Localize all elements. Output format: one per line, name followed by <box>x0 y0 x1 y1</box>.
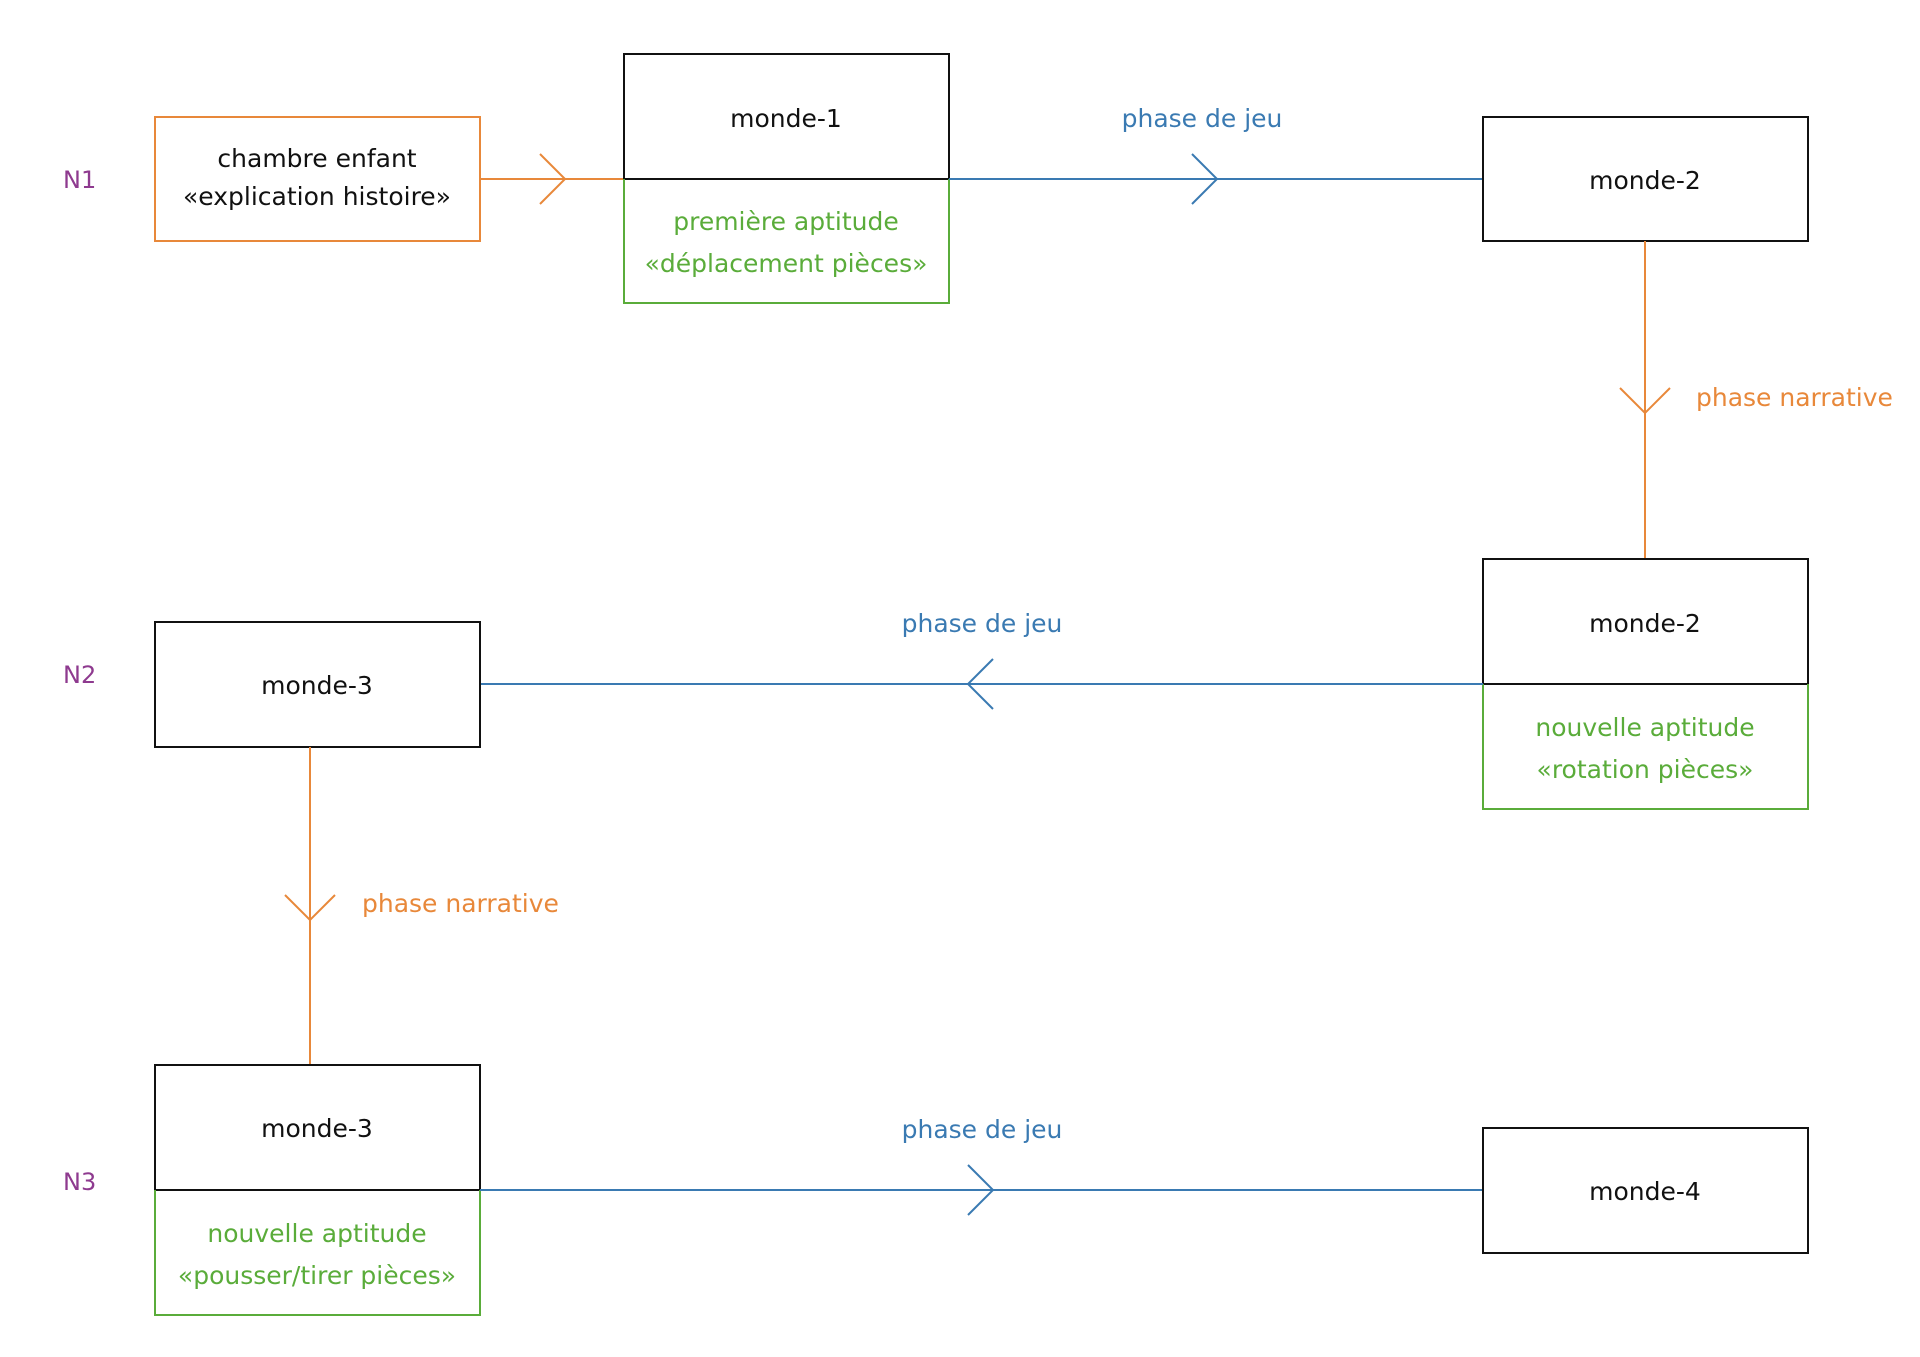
phase-label-game-2: phase de jeu <box>902 609 1063 638</box>
start-box-line1: chambre enfant <box>217 144 416 173</box>
start-box-line2: «explication histoire» <box>183 182 451 211</box>
level-label-n3: N3 <box>63 1168 96 1196</box>
node-monde-4-label: monde-4 <box>1589 1177 1701 1206</box>
arrow-start-to-monde1 <box>480 153 624 205</box>
node-monde-2-middle: monde-2 <box>1482 558 1809 685</box>
phase-label-game-3: phase de jeu <box>902 1115 1063 1144</box>
level-label-n2: N2 <box>63 661 96 689</box>
node-monde-4: monde-4 <box>1482 1127 1809 1254</box>
node-monde-3-middle-label: monde-3 <box>261 671 373 700</box>
node-monde-2-top-label: monde-2 <box>1589 166 1701 195</box>
arrow-game-phase-2 <box>480 658 1483 710</box>
node-monde-1: monde-1 <box>623 53 950 180</box>
phase-label-narrative-2: phase narrative <box>362 889 559 918</box>
aptitude-push-line2: «pousser/tirer pièces» <box>178 1261 456 1290</box>
aptitude-push-line1: nouvelle aptitude <box>207 1219 426 1248</box>
arrow-game-phase-1 <box>949 153 1483 205</box>
aptitude-box-push: nouvelle aptitude «pousser/tirer pièces» <box>154 1190 481 1316</box>
aptitude-box-rotation: nouvelle aptitude «rotation pièces» <box>1482 684 1809 810</box>
level-label-n1: N1 <box>63 166 96 194</box>
arrow-narrative-phase-1 <box>1619 241 1671 559</box>
start-box: chambre enfant «explication histoire» <box>154 116 481 242</box>
node-monde-1-label: monde-1 <box>730 104 842 133</box>
aptitude-rotation-line1: nouvelle aptitude <box>1535 713 1754 742</box>
node-monde-3-middle: monde-3 <box>154 621 481 748</box>
node-monde-2-middle-label: monde-2 <box>1589 609 1701 638</box>
aptitude-box-first: première aptitude «déplacement pièces» <box>623 179 950 304</box>
aptitude-first-line1: première aptitude <box>673 207 899 236</box>
aptitude-first-line2: «déplacement pièces» <box>645 249 928 278</box>
phase-label-narrative-1: phase narrative <box>1696 383 1893 412</box>
node-monde-3-bottom: monde-3 <box>154 1064 481 1191</box>
node-monde-3-bottom-label: monde-3 <box>261 1114 373 1143</box>
aptitude-rotation-line2: «rotation pièces» <box>1537 755 1754 784</box>
arrow-narrative-phase-2 <box>284 747 336 1065</box>
node-monde-2-top: monde-2 <box>1482 116 1809 242</box>
arrow-game-phase-3 <box>480 1164 1483 1216</box>
phase-label-game-1: phase de jeu <box>1122 104 1283 133</box>
